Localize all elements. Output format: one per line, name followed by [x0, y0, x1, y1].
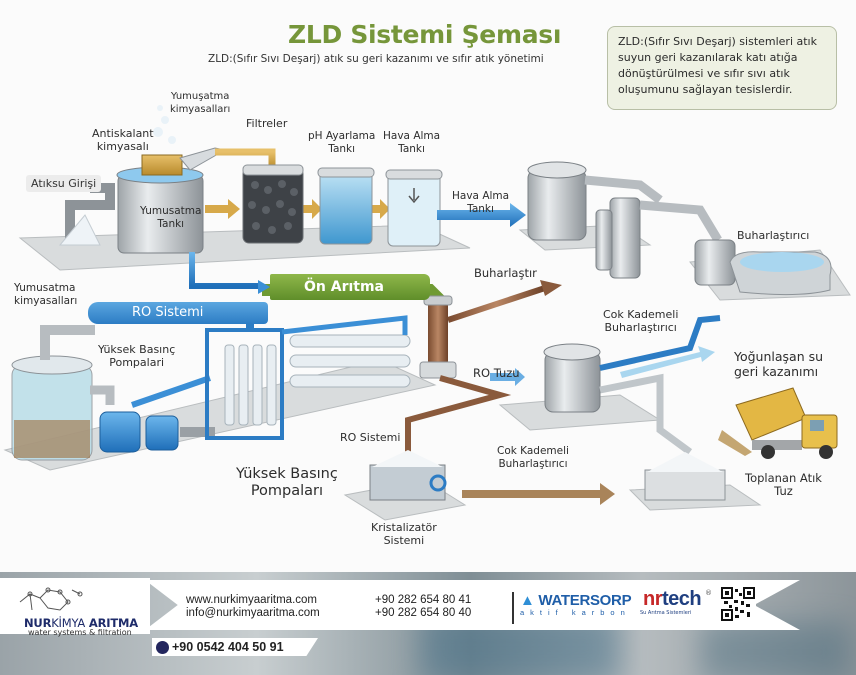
label-condensate-recovery: Yoğunlaşan su geri kazanımı: [734, 349, 824, 379]
salt-transfer-arrow: [462, 483, 615, 505]
zld-diagram: ZLD Sistemi Şeması ZLD:(Sıfır Sıvı Deşar…: [3, 20, 851, 547]
salt-pile-inflow: [58, 214, 101, 246]
page-subtitle: ZLD:(Sıfır Sıvı Deşarj) atık su geri kaz…: [208, 53, 544, 65]
aeration-tank: [387, 173, 441, 247]
watersorp-logo: ▲ WATERSORP aktif karbon: [520, 592, 632, 617]
mobile-number[interactable]: +90 0542 404 50 91: [152, 638, 318, 656]
ro-membranes: [289, 334, 411, 388]
multi-effect-evaporator: [544, 351, 601, 413]
page-title: ZLD Sistemi Şeması: [288, 20, 562, 49]
label-collected-waste-salt: Toplanan Atık Tuz: [745, 471, 822, 498]
company-footer: NURKİMYA ARITMA water systems & filtrati…: [0, 572, 856, 675]
phone-icon: [156, 640, 169, 654]
phone-2[interactable]: +90 282 654 80 40: [375, 607, 472, 619]
label-aeration-arrow: Hava Alma Tankı: [452, 190, 510, 215]
flow-arrow: [437, 203, 526, 227]
brine-column: [428, 300, 448, 365]
contact-panel: [145, 580, 800, 630]
label-softening-tank: Yumusatma Tankı: [140, 205, 202, 230]
brand-name: NURKİMYA ARITMA: [24, 616, 138, 630]
evaporator-vessel: [527, 169, 587, 241]
email-link[interactable]: info@nurkimyaaritma.com: [186, 607, 320, 619]
label-evaporate: Buharlaştır: [474, 266, 537, 280]
condenser-column: [609, 197, 641, 279]
label-wastewater-inlet: Atıksu Girişi: [26, 175, 102, 192]
label-multi-effect-evaporator-top: Cok Kademeli Buharlaştırıcı: [603, 308, 679, 334]
label-softening-chemicals-left: Yumusatma kimyasalları: [14, 282, 78, 307]
chemical-hopper: [141, 154, 183, 176]
label-ro-salt: RO Tuzu: [473, 366, 520, 380]
brine-to-crystallizer-pipe: [405, 375, 512, 455]
nrtech-tagline: Su Arıtma Sistemleri: [640, 610, 692, 616]
website-link[interactable]: www.nurkimyaaritma.com: [186, 594, 317, 606]
qr-code-icon[interactable]: [720, 586, 756, 622]
flow-arrow: [490, 368, 525, 386]
label-antiscalant: Antiskalant kimyasalı: [92, 127, 154, 153]
flow-arrow: [205, 199, 240, 219]
flow-arrow: [302, 199, 322, 219]
flow-arrow: [620, 346, 715, 378]
brand-tagline: water systems & filtration: [28, 628, 132, 637]
ro-system-banner: RO Sistemi: [88, 302, 268, 324]
company-logo: NURKİMYA ARITMA water systems & filtrati…: [0, 578, 150, 637]
phone-numbers: +90 282 654 80 41 +90 282 654 80 40: [375, 594, 471, 620]
web-contacts: www.nurkimyaaritma.com info@nurkimyaarit…: [186, 594, 320, 620]
molecule-icon: [19, 587, 83, 611]
label-crystallizer: Kristalizatör Sistemi: [371, 521, 437, 547]
pretreatment-banner: Ön Arıtma: [270, 274, 430, 300]
label-filters: Filtreler: [246, 117, 288, 130]
ph-tank: [319, 171, 373, 245]
label-ph-tank: pH Ayarlama Tankı: [308, 130, 376, 155]
label-multi-effect-evaporator-bottom: Cok Kademeli Buharlaştırıcı: [497, 445, 569, 470]
high-pressure-pump: [145, 415, 179, 451]
phone-1[interactable]: +90 282 654 80 41: [375, 594, 472, 606]
label-high-pressure-pumps-large: Yüksek Basınç Pompaları: [236, 466, 338, 499]
label-aeration-tank: Hava Alma Tankı: [383, 130, 441, 155]
process-illustration: [3, 105, 851, 521]
ro-rack: [205, 328, 284, 440]
nrtech-logo: nrtech: [643, 588, 702, 610]
water-drop-icon: ▲: [520, 592, 535, 609]
info-box: ZLD:(Sıfır Sıvı Deşarj) sistemleri atık …: [607, 26, 837, 110]
label-high-pressure-pumps-small: Yüksek Basınç Pompalari: [98, 343, 176, 369]
brine-evaporator: [694, 239, 736, 286]
inflow-pipe: [65, 183, 115, 238]
high-pressure-pump: [99, 411, 141, 453]
label-softening-chemicals-top: Yumuşatma kimyasalları: [170, 91, 231, 115]
crystallizer-unit: [369, 464, 446, 501]
label-evaporator: Buharlaştırıcı: [737, 229, 810, 242]
dump-truck: [718, 387, 838, 459]
divider: [512, 592, 514, 624]
brine-to-evaporator-pipe: [447, 285, 546, 323]
condensate-pipe: [599, 315, 721, 371]
chemical-feed-pipe: [215, 148, 276, 168]
registered-mark: ®: [705, 589, 712, 597]
salt-collection-bin: [644, 469, 726, 501]
softened-water-pipe: [189, 252, 262, 289]
flow-arrow: [372, 199, 390, 219]
label-ro-system-lower: RO Sistemi: [340, 431, 401, 444]
